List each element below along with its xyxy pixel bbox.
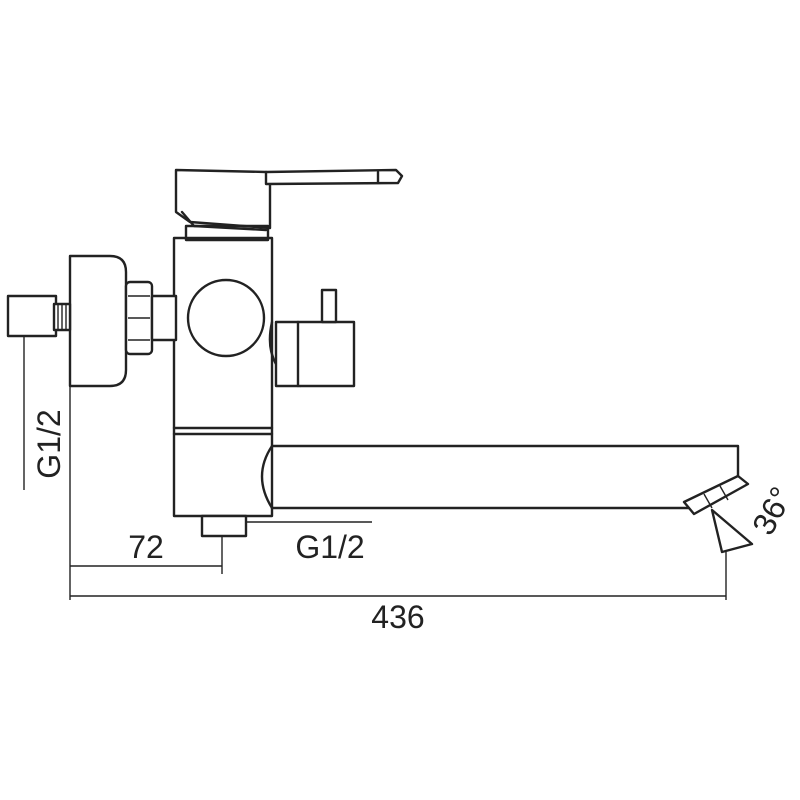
aerator [682,474,754,554]
inlet-connector [6,280,178,356]
cartridge-neck [184,224,270,242]
eccentric-connector [186,278,266,358]
overall-length-label: 436 [371,599,424,635]
bottom-outlet [200,514,372,538]
outlet-offset-label: 72 [128,529,164,565]
inlet-thread-label: G1/2 [31,409,67,478]
spout [260,444,740,510]
dimension-lines [23,336,727,600]
wall-flange [68,254,128,388]
outlet-thread-label: G1/2 [295,529,364,565]
diverter-knob [268,288,356,388]
spout-angle-label: 36° [745,481,800,541]
lever-handle [174,168,404,232]
